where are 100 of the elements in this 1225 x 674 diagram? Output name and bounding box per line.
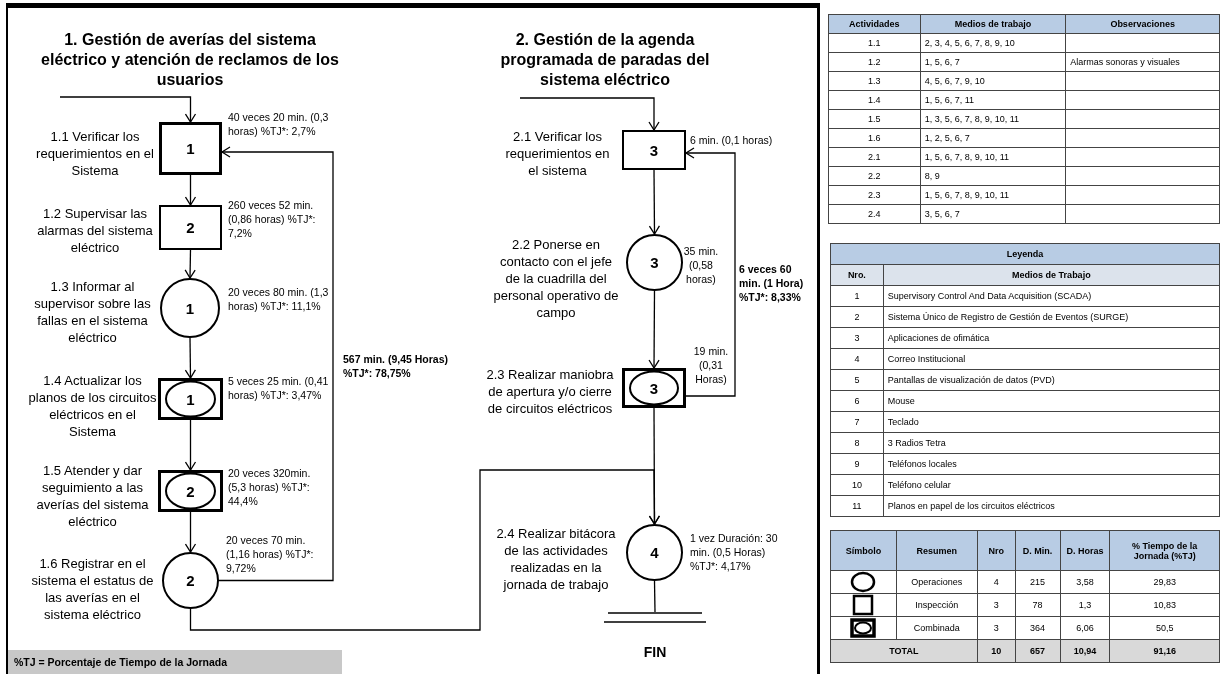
activity-description: 1.4 Actualizar los planos de los circuitos eléctricos en el Sistema [27,372,158,440]
time-stats: 5 veces 25 min. (0,41 horas) %TJ*: 3,47% [228,374,330,402]
connector-arrow [685,147,736,397]
table-cell: 1,3 [1060,593,1110,617]
table-cell: 3,58 [1060,570,1110,594]
table-cell: 9 [830,453,884,475]
time-stats: 19 min. (0,31 Horas) [692,344,730,386]
activity-description: 1.2 Supervisar las alarmas del sistema eléctrico [36,205,154,256]
table-cell: Combinada [896,616,978,640]
table-cell: 2, 3, 4, 5, 6, 7, 8, 9, 10 [920,33,1066,53]
table-cell: Mouse [883,390,1220,412]
table-cell: 8, 9 [920,166,1066,186]
operation-circle: 4 [626,524,683,581]
column-header: D. Horas [1060,530,1110,571]
column-header: Leyenda [830,243,1220,265]
activity-description: 2.1 Verificar los requerimientos en el sistema [504,128,611,179]
table-cell: 11 [830,495,884,517]
table-cell: 1.5 [828,109,921,129]
table-cell: Teléfonos locales [883,453,1220,475]
table-cell: 7 [830,411,884,433]
table-cell: 4, 5, 6, 7, 9, 10 [920,71,1066,91]
column-header: Actividades [828,14,921,34]
activity-description: 2.2 Ponerse en contacto con el jefe de la cuadrilla del personal operativo de campo [492,236,620,321]
table-cell: 2.4 [828,204,921,224]
connector-arrow [648,407,661,525]
table-cell: 10 [830,474,884,496]
table-cell: 1.4 [828,90,921,110]
table-cell: 1, 5, 6, 7 [920,52,1066,72]
table-cell: 2.2 [828,166,921,186]
table-cell: 2.3 [828,185,921,205]
table-cell: 29,83 [1109,570,1220,594]
connector-arrow [648,169,661,235]
operation-circle: 1 [160,278,220,338]
table-cell: 1.6 [828,128,921,148]
time-stats: 20 veces 70 min. (1,16 horas) %TJ*: 9,72% [226,533,315,575]
connector-arrow [184,174,197,206]
table-cell: 3, 5, 6, 7 [920,204,1066,224]
column-header: Resumen [896,530,978,571]
time-stats: 1 vez Duración: 30 min. (0,5 Horas) %TJ*: 4,17% [690,531,779,573]
activity-description: 1.5 Atender y dar seguimiento a las averías del sistema eléctrico [35,462,150,530]
time-stats: 20 veces 320min. (5,3 horas) %TJ*: 44,4% [228,466,312,508]
table-cell: 5 [830,369,884,391]
section-heading: 2. Gestión de la agenda programada de paradas del sistema eléctrico [499,30,711,90]
table-cell: Teclado [883,411,1220,433]
activity-description: 1.6 Registrar en el sistema el estatus de las averías en el sistema eléctrico [30,555,155,623]
activity-description: 2.3 Realizar maniobra de apertura y/o cierre de circuitos eléctricos [485,366,615,417]
table-cell: Operaciones [896,570,978,594]
connector-arrow [184,337,197,379]
table-cell: Sistema Único de Registro de Gestión de Eventos (SURGE) [883,306,1220,328]
connector-arrow [648,290,660,369]
table-cell: 8 [830,432,884,454]
table-cell: 78 [1015,593,1060,617]
table-cell: 4 [977,570,1016,594]
connector-arrow [184,511,197,553]
activity-description: 2.4 Realizar bitácora de las actividades realizadas en la jornada de trabajo [495,525,617,593]
table-cell: 2.1 [828,147,921,167]
table-cell: 215 [1015,570,1060,594]
table-cell: 4 [830,348,884,370]
table-cell: 3 Radios Tetra [883,432,1220,454]
column-header: D. Min. [1015,530,1060,571]
column-header: Medios de trabajo [920,14,1066,34]
connector-arrow [184,419,197,471]
table-cell: 50,5 [1109,616,1220,640]
table-cell: Teléfono celular [883,474,1220,496]
table-cell: 10,83 [1109,593,1220,617]
time-stats: 35 min. (0,58 horas) [682,244,720,286]
table-cell: 1, 2, 5, 6, 7 [920,128,1066,148]
inspection-box: 3 [622,130,686,170]
table-cell: 3 [977,593,1016,617]
table-cell: Correo Institucional [883,348,1220,370]
table-cell: 1.2 [828,52,921,72]
combined-symbol: 3 [622,368,686,408]
column-header: Observaciones [1065,14,1220,34]
table-cell: 6,06 [1060,616,1110,640]
table-cell: 2 [830,306,884,328]
section-heading: 1. Gestión de averías del sistema eléctrico y atención de reclamos de los usuarios [40,30,340,90]
column-header: Símbolo [830,530,897,571]
connector-arrow [59,96,197,123]
time-stats: 6 min. (0,1 horas) [690,133,774,147]
column-header: Nro [977,530,1016,571]
table-cell: Alarmas sonoras y visuales [1065,52,1220,72]
connector-arrow [218,146,334,582]
inspection-box: 1 [159,122,222,175]
table-cell: 1 [830,285,884,307]
combined-symbol: 1 [158,378,223,420]
operation-circle: 3 [626,234,683,291]
time-stats: 40 veces 20 min. (0,3 horas) %TJ*: 2,7% [228,110,330,138]
operation-circle: 2 [162,552,219,609]
column-header: Nro. [830,264,884,286]
connector-arrow [184,249,196,279]
table-cell: 1, 5, 6, 7, 8, 9, 10, 11 [920,185,1066,205]
table-cell: Inspección [896,593,978,617]
table-cell: Aplicaciones de ofimática [883,327,1220,349]
time-stats: 20 veces 80 min. (1,3 horas) %TJ*: 11,1% [228,285,330,313]
inspection-box: 2 [159,205,222,250]
table-cell: Pantallas de visualización de datos (PVD) [883,369,1220,391]
column-header: % Tiempo de la Jornada (%TJ) [1109,530,1220,571]
end-terminal: FIN [604,612,706,660]
table-cell: 1, 5, 6, 7, 8, 9, 10, 11 [920,147,1066,167]
activity-description: 1.3 Informar al supervisor sobre las fallas en el sistema eléctrico [33,278,152,346]
